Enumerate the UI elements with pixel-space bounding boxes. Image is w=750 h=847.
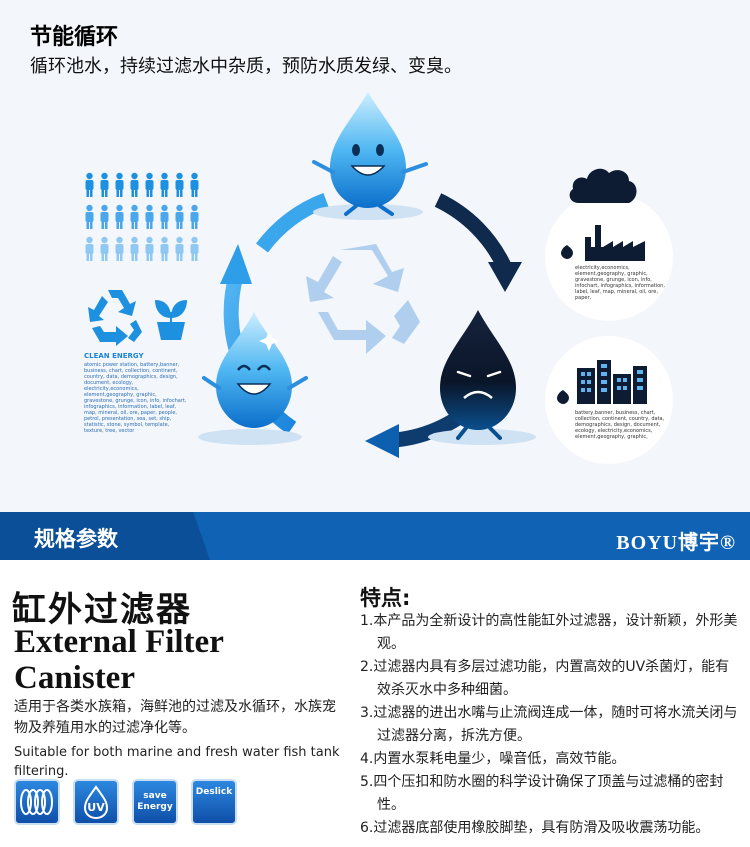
people-icon <box>100 236 109 261</box>
people-icon <box>85 204 94 229</box>
people-icon <box>190 172 199 197</box>
uv-label: UV <box>87 801 105 814</box>
happy-drop-top <box>312 92 428 220</box>
factory-panel: electricity,economics, element,geography… <box>545 193 673 321</box>
people-icon <box>175 172 184 197</box>
product-description-cn: 适用于各类水族箱，海鲜池的过滤及水循环，水族宠物及养殖用水的过滤净化等。 <box>14 699 336 736</box>
banner-title: 规格参数 <box>34 527 118 551</box>
deslick-icon: Deslick <box>191 779 237 825</box>
arrow-head-right <box>488 262 522 292</box>
people-row <box>83 236 208 262</box>
uv-icon: UV <box>73 779 119 825</box>
people-icon <box>190 236 199 261</box>
save-energy-icon: save Energy <box>132 779 178 825</box>
factory-text: electricity,economics, element,geography… <box>575 265 665 301</box>
people-row <box>83 204 208 230</box>
factory-icon <box>561 225 645 261</box>
energy-subheading: 循环池水，持续过滤水中杂质，预防水质发绿、变臭。 <box>30 56 462 77</box>
brand-logo: BOYU博宇® <box>616 532 736 554</box>
product-name-en-line1: External Filter <box>14 624 224 660</box>
specs-banner: 规格参数 BOYU博宇® <box>0 512 750 560</box>
clean-energy-title: CLEAN ENERGY <box>84 352 144 360</box>
people-icon <box>145 236 154 261</box>
people-icon <box>145 204 154 229</box>
city-panel: battery,banner, business, chart, collect… <box>545 336 673 464</box>
features-title: 特点: <box>360 586 411 610</box>
feature-item: 4.内置水泵耗电量少，噪音低，高效节能。 <box>360 751 626 767</box>
people-icon <box>160 236 169 261</box>
spring-filter-icon <box>14 779 60 825</box>
product-name-cn: 缸外过滤器 <box>12 590 192 630</box>
feature-item: 3.过滤器的进出水嘴与止流阀连成一体，随时可将水流关闭与过滤器分离，拆洗方便。 <box>360 705 738 744</box>
city-icon <box>557 360 647 404</box>
people-icon <box>115 172 124 197</box>
product-section: 缸外过滤器 External Filter Canister 适用于各类水族箱，… <box>0 560 750 847</box>
product-description-en: Suitable for both marine and fresh water… <box>14 745 340 779</box>
feature-item: 1.本产品为全新设计的高性能缸外过滤器，设计新颖，外形美观。 <box>360 613 738 652</box>
save-energy-label: save Energy <box>137 791 173 812</box>
features-list: 1.本产品为全新设计的高性能缸外过滤器，设计新颖，外形美观。 2.过滤器内具有多… <box>360 610 740 840</box>
energy-heading: 节能循环 <box>30 25 119 50</box>
people-icon <box>85 236 94 261</box>
sad-drop-right <box>428 310 536 445</box>
feature-item: 6.过滤器底部使用橡胶脚垫，具有防滑及吸收震荡功能。 <box>360 820 710 836</box>
people-icon <box>130 204 139 229</box>
people-icon <box>85 172 94 197</box>
people-icon <box>100 204 109 229</box>
recycle-icon <box>88 290 142 346</box>
arrow-head-bottom <box>365 424 399 458</box>
feature-item: 5.四个压扣和防水圈的科学设计确保了顶盖与过滤桶的密封性。 <box>360 774 724 813</box>
people-icon <box>175 236 184 261</box>
people-grid <box>83 172 208 268</box>
people-icon <box>175 204 184 229</box>
people-icon <box>145 172 154 197</box>
people-icon <box>115 236 124 261</box>
arrow-head-left <box>220 244 252 284</box>
people-icon <box>115 204 124 229</box>
product-name-en-line2: Canister <box>14 660 135 696</box>
water-cycle-graphic <box>198 92 536 458</box>
energy-cycle-section: 节能循环 循环池水，持续过滤水中杂质，预防水质发绿、变臭。 <box>0 0 750 512</box>
people-icon <box>130 172 139 197</box>
cloud-icon <box>569 168 637 203</box>
banner-tab <box>0 512 210 560</box>
people-icon <box>160 204 169 229</box>
people-icon <box>100 172 109 197</box>
clean-energy-text: atomic power station, battery,banner, bu… <box>84 362 187 434</box>
feature-icons: UV save Energy Deslick <box>14 779 237 825</box>
people-icon <box>130 236 139 261</box>
people-row <box>83 172 208 198</box>
feature-item: 2.过滤器内具有多层过滤功能，内置高效的UV杀菌灯，能有效杀灭水中多种细菌。 <box>360 659 730 698</box>
city-text: battery,banner, business, chart, collect… <box>575 410 665 440</box>
happy-drop-left <box>198 312 308 445</box>
plant-icon <box>155 300 187 340</box>
people-icon <box>190 204 199 229</box>
recycle-icon <box>306 244 420 354</box>
people-icon <box>160 172 169 197</box>
deslick-label: Deslick <box>195 787 233 797</box>
